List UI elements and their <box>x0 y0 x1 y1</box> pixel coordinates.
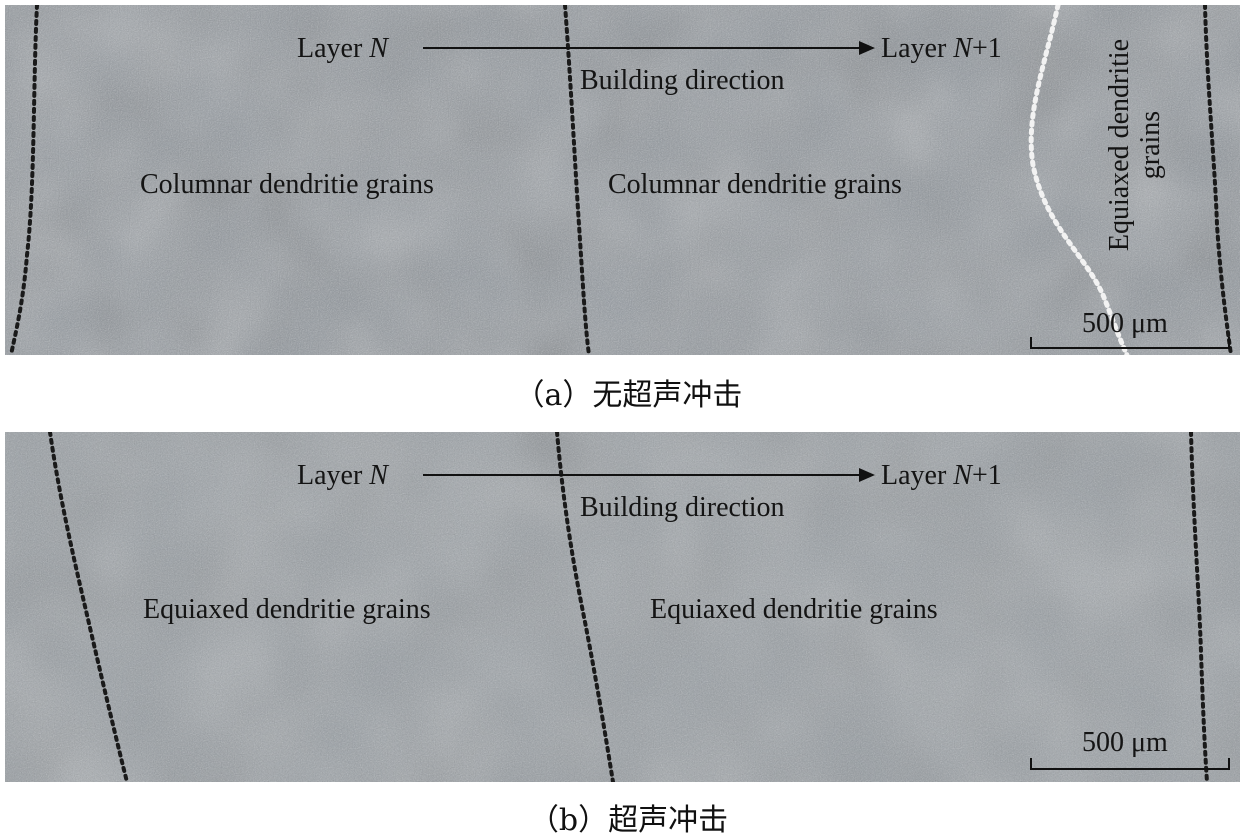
region-label-right: Columnar dendritie grains <box>608 169 902 200</box>
vertical-label-line2: grains <box>1134 110 1166 180</box>
micrograph-image-a <box>5 5 1240 355</box>
boundary-line-light <box>1028 5 1130 355</box>
vertical-region-label: Equiaxed dendritie grains <box>1104 15 1167 275</box>
scale-label: 500 μm <box>1082 727 1168 758</box>
boundary-line <box>555 432 615 782</box>
region-label-left: Columnar dendritie grains <box>140 169 434 200</box>
scale-label: 500 μm <box>1082 308 1168 339</box>
micrograph-panel-a: Layer N Layer N+1 Building direction Col… <box>5 5 1240 355</box>
caption-a: （a）无超声冲击 <box>514 378 743 413</box>
region-label-left: Equiaxed dendritie grains <box>143 594 431 625</box>
scale-bar <box>1030 758 1230 770</box>
vertical-label-line1: Equiaxed dendritie <box>1104 38 1135 252</box>
boundary-line <box>48 432 129 782</box>
caption-b: （b）超声冲击 <box>528 803 729 838</box>
scale-bar <box>1030 337 1230 349</box>
building-direction-arrow <box>423 41 875 55</box>
boundary-line <box>9 5 39 355</box>
building-direction-label: Building direction <box>580 492 785 523</box>
boundary-line <box>563 5 591 355</box>
layer-n1-label: Layer N+1 <box>881 33 1002 64</box>
boundary-line <box>1203 5 1233 355</box>
micrograph-image-b <box>5 432 1240 782</box>
boundary-line <box>1189 432 1209 782</box>
layer-n-label: Layer N <box>297 460 388 491</box>
building-direction-arrow <box>423 468 875 482</box>
layer-n1-label: Layer N+1 <box>881 460 1002 491</box>
layer-n-label: Layer N <box>297 33 388 64</box>
micrograph-panel-b: Layer N Layer N+1 Building direction Equ… <box>5 432 1240 782</box>
region-label-right: Equiaxed dendritie grains <box>650 594 938 625</box>
building-direction-label: Building direction <box>580 65 785 96</box>
